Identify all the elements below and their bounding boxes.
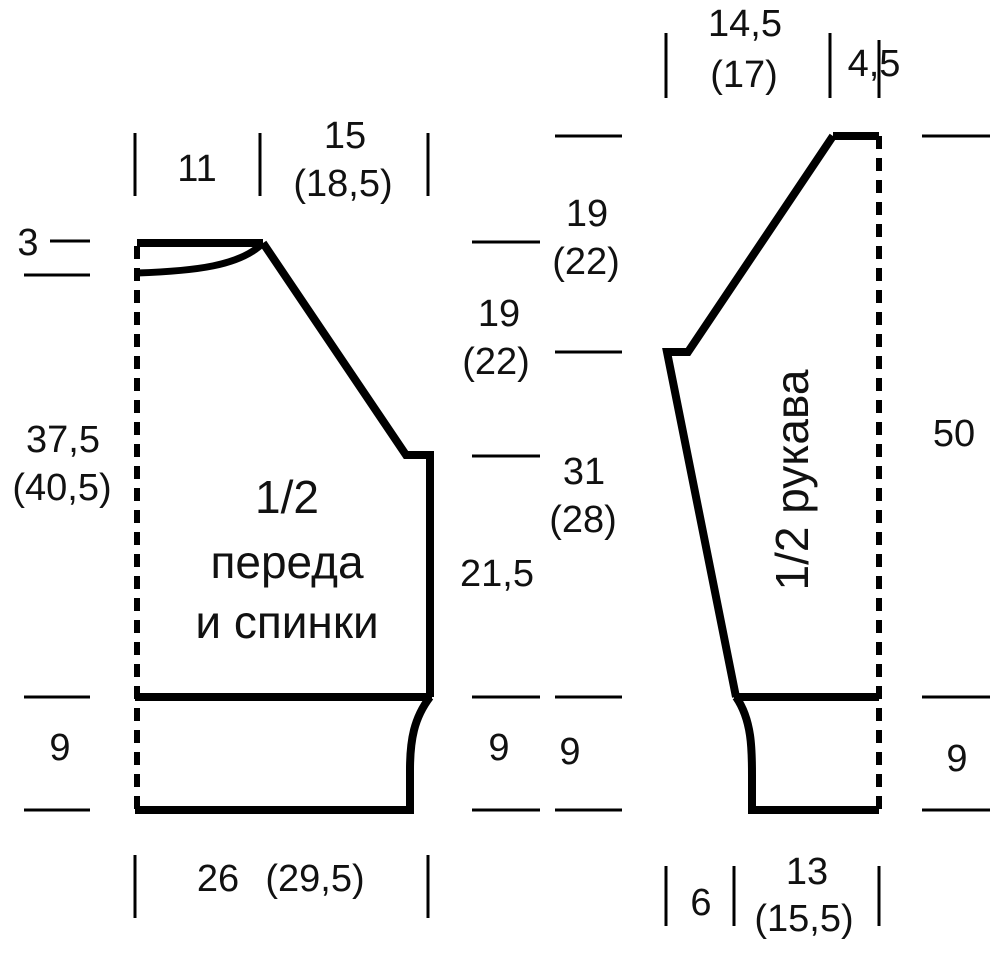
body-neck-curve bbox=[136, 240, 266, 277]
sleeve-raglan-height-alt-label: (22) bbox=[552, 241, 620, 283]
body-neck-depth-label: 3 bbox=[17, 222, 38, 264]
body-title-line3: и спинки bbox=[195, 596, 378, 648]
body-rib-left-label: 9 bbox=[49, 727, 70, 769]
body-bottom-width-label: 26 bbox=[197, 858, 239, 900]
body-height-label: 37,5 bbox=[26, 419, 100, 461]
body-side-height-label: 21,5 bbox=[460, 553, 534, 595]
body-rib-right-label: 9 bbox=[488, 727, 509, 769]
sleeve-length-alt-label: (28) bbox=[549, 499, 617, 541]
sleeve-top-width-label: 14,5 bbox=[708, 3, 782, 45]
sleeve-title: 1/2 рукава bbox=[766, 369, 818, 590]
body-height-alt-label: (40,5) bbox=[12, 467, 111, 509]
body-piece: 1/2 переда и спинки 11 15 (18,5) 3 37,5 … bbox=[12, 115, 540, 918]
body-title-line1: 1/2 bbox=[255, 471, 319, 523]
sleeve-cuff-width-alt-label: (15,5) bbox=[754, 898, 853, 940]
sleeve-piece: 1/2 рукава 14,5 (17) 4,5 19 (22) 31 (28)… bbox=[549, 3, 990, 940]
sleeve-cuff-width-label: 13 bbox=[786, 851, 828, 893]
sleeve-rib-left-label: 9 bbox=[559, 731, 580, 773]
body-shoulder-width-label: 15 bbox=[324, 115, 366, 157]
body-title-line2: переда bbox=[210, 536, 363, 588]
sleeve-length-label: 31 bbox=[563, 451, 605, 493]
sleeve-total-height-label: 50 bbox=[933, 413, 975, 455]
sleeve-dimension-ticks bbox=[555, 33, 990, 926]
sleeve-raglan-height-label: 19 bbox=[566, 193, 608, 235]
body-neck-width-label: 11 bbox=[177, 148, 216, 190]
sleeve-rib-right-label: 9 bbox=[946, 738, 967, 780]
sleeve-raglan-seam-outline bbox=[662, 133, 837, 698]
body-raglan-side-outline bbox=[259, 240, 434, 697]
body-shoulder-width-alt-label: (18,5) bbox=[293, 163, 392, 205]
sleeve-cuff-left-label: 6 bbox=[690, 882, 711, 924]
sleeve-top-width-alt-label: (17) bbox=[710, 54, 778, 96]
body-bottom-width-alt-label: (29,5) bbox=[265, 858, 364, 900]
body-dimension-ticks bbox=[24, 133, 540, 918]
body-raglan-drop-label: 19 bbox=[478, 293, 520, 335]
sleeve-top-right-label: 4,5 bbox=[848, 43, 901, 85]
sleeve-cuff-curve bbox=[732, 694, 756, 812]
body-raglan-drop-alt-label: (22) bbox=[462, 341, 530, 383]
body-rib-side-curve bbox=[406, 694, 434, 812]
